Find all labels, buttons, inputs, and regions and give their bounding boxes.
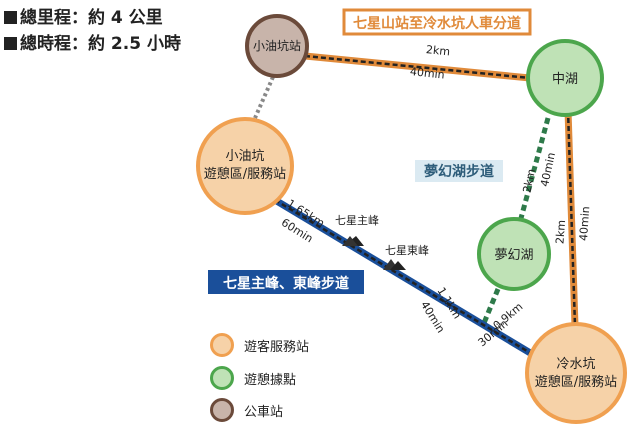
time-zhonghu-lengshuikeng: 40min <box>577 206 592 242</box>
route-bus-zhonghu <box>304 54 531 80</box>
total-distance-text: 總里程：約 4 公里 <box>20 8 163 28</box>
zhonghu-node <box>526 39 604 117</box>
legend-visitor-center-label: 遊客服務站 <box>244 339 310 355</box>
blue-trail-label: 七星主峰、東峰步道 <box>223 275 349 292</box>
total-time: 總時程：約 2.5 小時 <box>4 34 181 54</box>
xiaoyoukeng-center-node <box>196 117 294 215</box>
route-zhonghu-menghuanhu <box>517 117 551 223</box>
legend-rest-point: 遊憩據點 <box>210 366 296 390</box>
time-zhonghu-menghuanhu: 40min <box>538 151 558 188</box>
dist-zhonghu-menghuanhu: 2km <box>520 168 538 194</box>
bus-stop-label: 小油坑站 <box>253 38 301 53</box>
main-peak-icon-back <box>342 236 358 246</box>
legend-bus-stop: 公車站 <box>210 398 283 422</box>
connector-bus-to-center <box>253 76 275 119</box>
lengshuikeng-label-2: 遊憩區/服務站 <box>535 374 617 390</box>
menghuanhu-label: 夢幻湖 <box>494 248 533 263</box>
total-distance: 總里程：約 4 公里 <box>4 8 163 28</box>
rest-point-icon <box>210 366 234 390</box>
bus-stop-icon <box>210 398 234 422</box>
lengshuikeng-node <box>525 322 627 424</box>
main-peak-label: 七星主峰 <box>335 214 379 227</box>
legend-rest-point-label: 遊憩據點 <box>244 372 297 388</box>
route-menghuanhu-lengshuikeng <box>481 288 501 324</box>
lengshuikeng-label-1: 冷水坑 <box>556 357 595 372</box>
menghuanhu-node <box>477 217 551 291</box>
green-trail-tag <box>415 160 503 182</box>
east-peak-icon-front <box>390 261 406 270</box>
square-bullet-icon <box>4 37 17 50</box>
time-bus-zhonghu: 40min <box>409 65 445 82</box>
zhonghu-label: 中湖 <box>552 72 578 87</box>
bus-stop-node <box>245 14 309 78</box>
xiaoyoukeng-center-label-2: 遊憩區/服務站 <box>204 166 286 182</box>
xiaoyoukeng-center-label-1: 小油坑 <box>225 149 264 164</box>
legend-bus-stop-label: 公車站 <box>244 404 284 420</box>
east-peak-label: 七星東峰 <box>385 244 429 257</box>
orange-trail-tag <box>342 8 532 36</box>
visitor-center-icon <box>210 333 234 357</box>
orange-trail-label: 七星山站至冷水坑人車分道 <box>353 15 521 32</box>
route-zhonghu-lengshuikeng <box>566 109 577 327</box>
dist-bus-zhonghu: 2km <box>425 43 450 58</box>
total-time-text: 總時程：約 2.5 小時 <box>20 34 181 54</box>
green-trail-label: 夢幻湖步道 <box>424 163 494 180</box>
square-bullet-icon <box>4 11 17 24</box>
legend-visitor-center: 遊客服務站 <box>210 333 309 357</box>
route-blue <box>274 198 533 356</box>
dist-zhonghu-lengshuikeng: 2km <box>553 219 568 244</box>
blue-trail-tag <box>208 270 364 294</box>
